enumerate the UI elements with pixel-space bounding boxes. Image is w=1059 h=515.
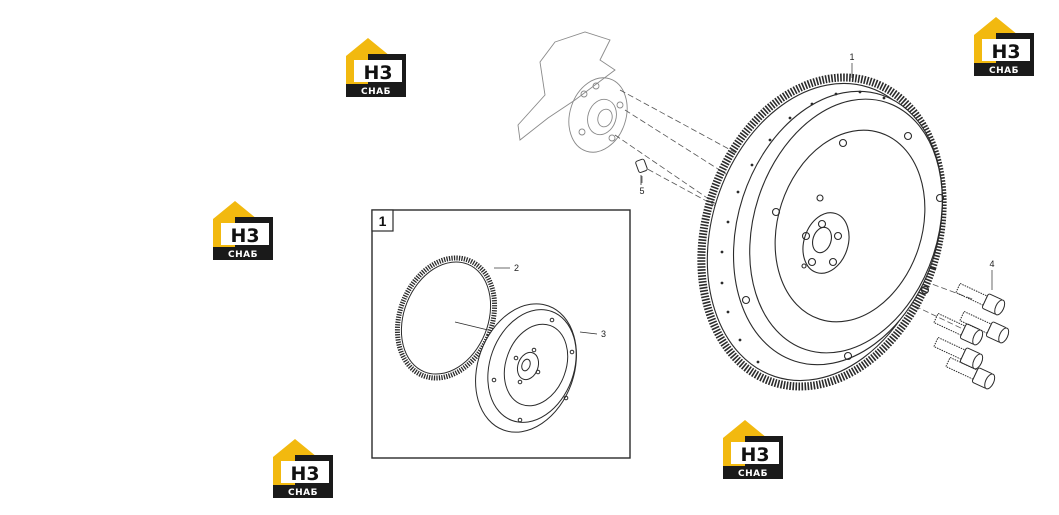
- svg-text:СНАБ: СНАБ: [361, 87, 391, 97]
- svg-text:H3: H3: [290, 463, 319, 485]
- callout-2: 2: [514, 263, 519, 273]
- callout-5: 5: [639, 186, 644, 196]
- leader-lines: [494, 63, 993, 335]
- inset-number: 1: [379, 213, 387, 229]
- svg-text:СНАБ: СНАБ: [288, 488, 318, 498]
- svg-text:СНАБ: СНАБ: [738, 469, 768, 479]
- flywheel-assembly: [697, 73, 947, 391]
- dowel-pin: [635, 158, 648, 185]
- callout-3: 3: [601, 329, 606, 339]
- watermark-logo: H3 СНАБ: [213, 201, 273, 260]
- callout-1: 1: [849, 52, 854, 62]
- svg-text:H3: H3: [740, 444, 769, 466]
- flywheel-bolts: [933, 282, 1010, 390]
- crankshaft-flange: [517, 31, 628, 153]
- watermark-logo: H3 СНАБ: [273, 439, 333, 498]
- svg-text:СНАБ: СНАБ: [228, 250, 258, 260]
- watermark-logo: H3 СНАБ: [723, 420, 783, 479]
- watermark-logo: H3 СНАБ: [974, 17, 1034, 76]
- svg-text:H3: H3: [230, 225, 259, 247]
- svg-text:H3: H3: [363, 62, 392, 84]
- inset-flywheel: [475, 303, 577, 433]
- svg-text:СНАБ: СНАБ: [989, 66, 1019, 76]
- callout-4: 4: [989, 259, 994, 269]
- svg-text:H3: H3: [991, 41, 1020, 63]
- watermark-logo: H3 СНАБ: [346, 38, 406, 97]
